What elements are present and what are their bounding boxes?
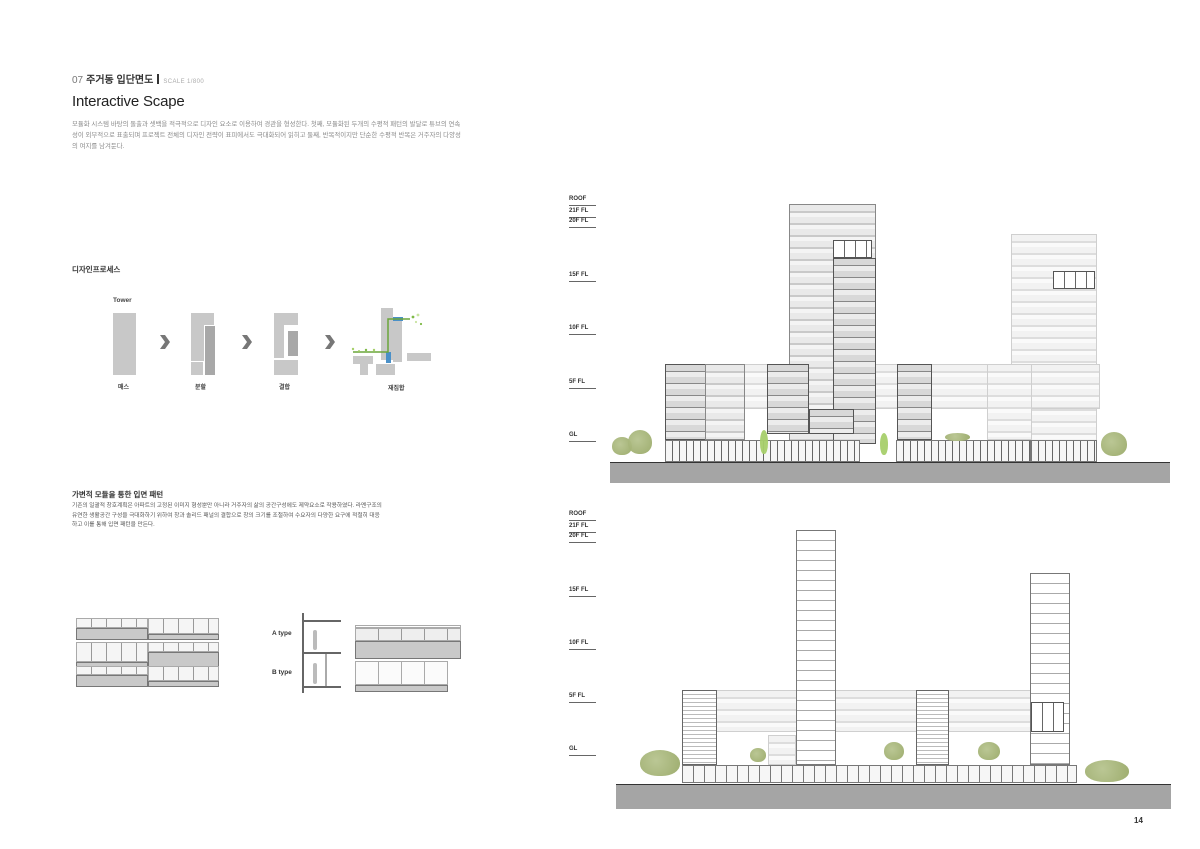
tree-icon: [880, 433, 888, 455]
intro-paragraph: 모듈화 시스템 바탕의 돌출과 셋백을 적극적으로 디자인 요소로 이용하여 경…: [72, 121, 461, 150]
regroup-tower-a: [381, 308, 393, 360]
design-process-title: 디자인프로세스: [72, 265, 121, 274]
block-right-dark: [897, 364, 932, 440]
level-label-21f: 21F FL: [569, 208, 597, 218]
regroup-base-c: [376, 364, 395, 375]
step-label-combine: 결합: [279, 385, 291, 391]
level-label-5f: 5F FL: [569, 379, 596, 389]
mass-block: [113, 313, 136, 375]
chevron-right-icon: [325, 335, 335, 349]
header-divider: [157, 74, 160, 84]
level-label-20f: 20F FL: [569, 533, 597, 543]
tree-icon: [760, 430, 768, 454]
combine-bottom: [274, 360, 298, 375]
section-number: 07: [72, 75, 84, 86]
regroup-base-a: [353, 356, 373, 364]
podium-right: [896, 440, 1031, 462]
level-label-20f: 20F FL: [569, 218, 597, 228]
level-label-gl: GL: [569, 432, 598, 442]
tree-icon: [1101, 432, 1127, 456]
ground-floor: [682, 765, 1077, 783]
tree-icon: [750, 748, 766, 762]
podium-far-right: [1031, 440, 1097, 462]
page-number: 14: [1134, 816, 1143, 825]
ground-line: [616, 784, 1171, 785]
level-label-15f: 15F FL: [569, 272, 597, 282]
block-stair: [768, 735, 796, 765]
block-right-light: [987, 364, 1032, 440]
split-block-b: [191, 362, 203, 375]
tree-icon: [1085, 760, 1129, 782]
tree-icon: [884, 742, 904, 760]
circulation-path-icon: [351, 313, 423, 353]
tree-icon: [978, 742, 1000, 760]
step-label-split: 분할: [195, 385, 207, 391]
block-left-b: [705, 364, 745, 440]
tower-right-glass: [1031, 702, 1064, 732]
combine-left: [274, 313, 284, 358]
core-blue-bottom: [386, 352, 391, 363]
step-label-regroup: 재집합: [388, 386, 405, 392]
ground-line: [610, 462, 1170, 463]
level-label-5f: 5F FL: [569, 693, 596, 703]
scale-label: SCALE 1/800: [163, 79, 205, 85]
level-label-10f: 10F FL: [569, 640, 597, 650]
main-tower-glass: [833, 240, 872, 258]
chevron-right-icon: [160, 335, 170, 349]
tower-label: Tower: [113, 297, 132, 304]
ground-mass: [616, 785, 1171, 809]
combine-core: [288, 331, 298, 356]
ground-mass: [610, 463, 1170, 483]
regroup-tower-b: [393, 318, 402, 362]
regroup-wing: [407, 353, 431, 361]
level-label-15f: 15F FL: [569, 587, 597, 597]
step-label-mass: 매스: [118, 385, 130, 391]
facade-pattern-text: 기존의 일괄적 창호계획은 아파트의 고정된 이미지 형성뿐만 아니라 거주자의…: [72, 503, 382, 528]
tower-glass-band: [1053, 271, 1095, 289]
block-left-striped: [682, 690, 717, 765]
section-title: 주거동 입단면도: [86, 75, 154, 86]
level-label-21f: 21F FL: [569, 523, 597, 533]
level-label-gl: GL: [569, 746, 598, 756]
level-label-roof: ROOF: [569, 196, 597, 206]
mid-volume: [716, 690, 1036, 732]
tree-icon: [628, 430, 652, 454]
block-center-left: [767, 364, 809, 434]
tower-right: [1030, 573, 1070, 765]
page-title: Interactive Scape: [72, 93, 185, 110]
level-label-10f: 10F FL: [569, 325, 597, 335]
section-header: 07 주거동 입단면도 SCALE 1/800: [72, 71, 204, 86]
tree-icon: [612, 437, 632, 455]
level-label-roof: ROOF: [569, 511, 597, 521]
tower-left: [796, 530, 836, 765]
facade-pattern-title: 가변적 모듈을 통한 입면 패턴: [72, 490, 164, 499]
roof-garden-icon: [945, 433, 970, 441]
block-mid-striped: [916, 690, 949, 765]
split-block-c: [204, 325, 215, 375]
regroup-base-b: [360, 364, 368, 375]
block-center-bridge: [809, 409, 854, 434]
chevron-right-icon: [242, 335, 252, 349]
tree-icon: [640, 750, 680, 776]
